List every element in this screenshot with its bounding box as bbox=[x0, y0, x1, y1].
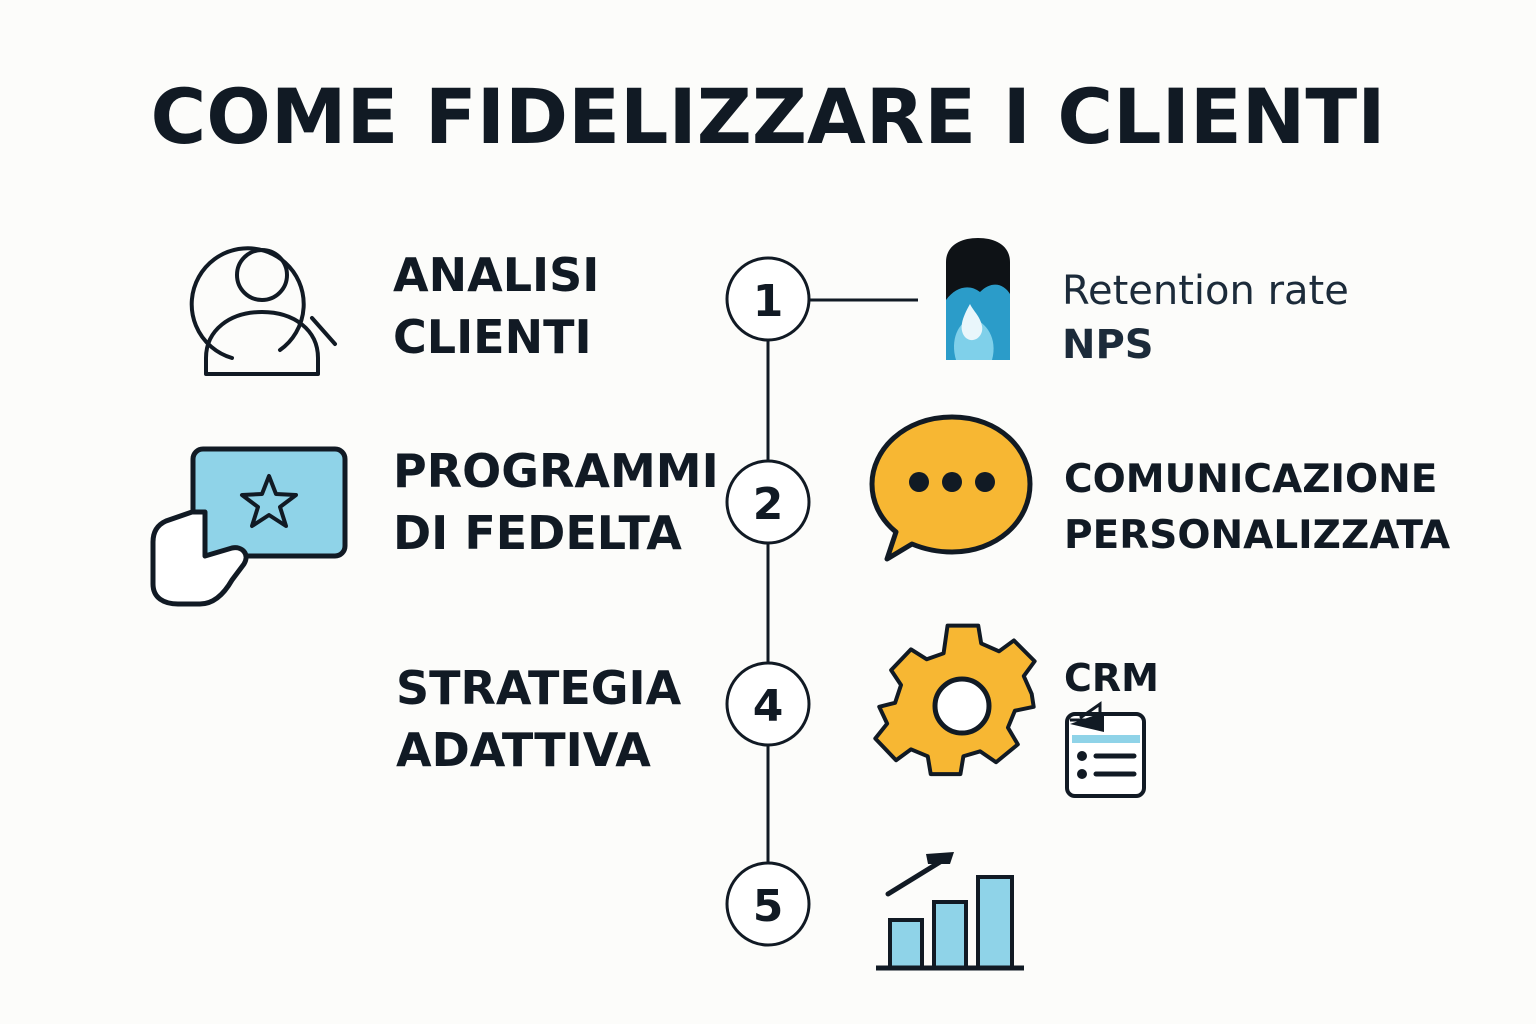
step-number-4: 4 bbox=[753, 681, 784, 732]
step-1-left-line-1: ANALISI bbox=[393, 248, 600, 302]
bar-chart-growth-icon bbox=[876, 852, 1024, 971]
step-4-left-line-1: STRATEGIA bbox=[396, 661, 682, 715]
speech-bubble-icon bbox=[869, 414, 1033, 562]
step-number-1: 1 bbox=[753, 276, 784, 327]
crm-list-icon bbox=[1065, 701, 1146, 798]
step-4-left-line-2: ADATTIVA bbox=[396, 723, 651, 777]
step-circle-1: 1 bbox=[725, 256, 811, 342]
gauge-icon bbox=[946, 238, 1010, 360]
step-number-5: 5 bbox=[753, 881, 784, 932]
step-2-left-line-2: DI FEDELTA bbox=[393, 506, 682, 560]
user-search-icon bbox=[189, 246, 337, 376]
step-1-left-line-2: CLIENTI bbox=[393, 310, 592, 364]
step-4-right-text: CRM bbox=[1064, 656, 1159, 700]
step-1-right-text: Retention rate NPS bbox=[1062, 264, 1349, 372]
gear-icon bbox=[873, 623, 1037, 777]
step-4-right-line-1: CRM bbox=[1064, 656, 1159, 700]
step-circle-4: 4 bbox=[725, 661, 811, 747]
step-circle-5: 5 bbox=[725, 861, 811, 947]
page-title: COME FIDELIZZARE I CLIENTI bbox=[150, 72, 1386, 161]
step-1-right-line-1: Retention rate bbox=[1062, 268, 1349, 314]
step-2-left-label: PROGRAMMI DI FEDELTA bbox=[393, 440, 719, 564]
step-4-left-label: STRATEGIA ADATTIVA bbox=[396, 657, 681, 781]
step-2-right-line-1: COMUNICAZIONE bbox=[1064, 457, 1438, 502]
step-number-2: 2 bbox=[753, 479, 784, 530]
loyalty-card-icon bbox=[150, 446, 348, 607]
step-circle-2: 2 bbox=[725, 459, 811, 545]
step-2-left-line-1: PROGRAMMI bbox=[393, 444, 719, 498]
step-1-left-label: ANALISI CLIENTI bbox=[393, 244, 599, 368]
step-2-right-text: COMUNICAZIONE PERSONALIZZATA bbox=[1064, 452, 1450, 564]
step-2-right-line-2: PERSONALIZZATA bbox=[1064, 513, 1451, 558]
step-1-right-line-2: NPS bbox=[1062, 322, 1154, 368]
